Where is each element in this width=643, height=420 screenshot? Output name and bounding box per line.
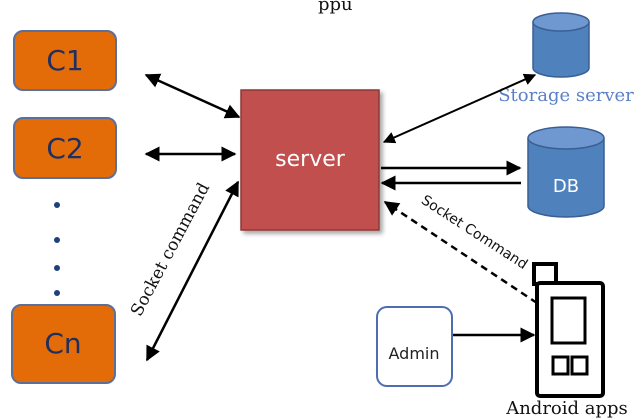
client-cn: Cn (11, 304, 116, 384)
server-box: server (240, 89, 380, 231)
arrow-server-storage (382, 73, 537, 144)
client-cn-label: Cn (44, 327, 81, 360)
client-c2: C2 (13, 117, 117, 179)
admin-box: Admin (376, 306, 453, 387)
storage-server-label: Storage server (498, 85, 634, 106)
admin-label: Admin (389, 344, 440, 363)
client-c1: C1 (13, 30, 117, 91)
arrow-cn-server (145, 180, 240, 362)
ellipsis-dots (54, 202, 60, 296)
arrow-c1-server (144, 73, 241, 119)
db-cylinder: DB (527, 126, 605, 218)
client-c2-label: C2 (46, 132, 83, 165)
arrow-android-server-dashed (383, 200, 538, 305)
android-phone-icon (532, 262, 605, 398)
android-apps-label: Android apps (505, 398, 628, 419)
db-label: DB (553, 176, 579, 197)
storage-server-cylinder (532, 12, 590, 78)
top-partial-text: ppu (318, 0, 353, 15)
client-c1-label: C1 (46, 44, 83, 77)
socket-command-left-label: Socket command (127, 180, 214, 320)
server-label: server (275, 147, 346, 172)
